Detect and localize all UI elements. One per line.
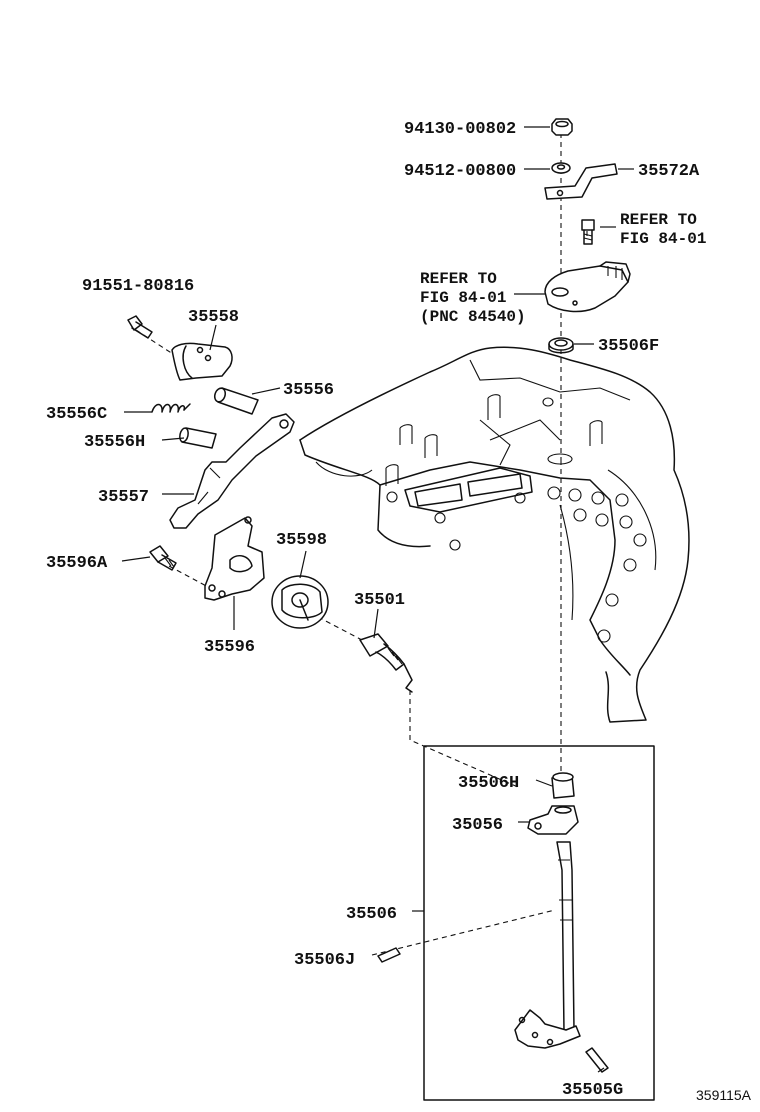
- label-94130-00802[interactable]: 94130-00802: [404, 120, 516, 139]
- label-refer-right-line1: REFER TO: [620, 211, 697, 229]
- neutral-start-switch: [544, 261, 631, 313]
- bolt-35596a: [149, 545, 177, 571]
- label-35572a[interactable]: 35572A: [638, 162, 700, 181]
- label-35056[interactable]: 35056: [452, 816, 503, 835]
- label-35556[interactable]: 35556: [283, 381, 334, 400]
- label-35506h[interactable]: 35506H: [458, 774, 519, 793]
- bolt-refer-right: [581, 219, 595, 245]
- collar-35506h: [551, 772, 575, 799]
- pin-35506j: [377, 947, 401, 963]
- bracket-35558: [171, 342, 233, 381]
- label-35557[interactable]: 35557: [98, 488, 149, 507]
- label-35505g[interactable]: 35505G: [562, 1081, 623, 1100]
- collar-35556h: [179, 427, 217, 449]
- label-35501[interactable]: 35501: [354, 591, 405, 610]
- label-35596[interactable]: 35596: [204, 638, 255, 657]
- label-refer-left-line1: REFER TO: [420, 270, 497, 288]
- label-35506f[interactable]: 35506F: [598, 337, 659, 356]
- assembly-lines: [135, 133, 588, 956]
- nut-94130: [551, 118, 573, 136]
- label-35558[interactable]: 35558: [188, 308, 239, 327]
- transmission-case: [299, 346, 690, 723]
- bolt-91551: [127, 315, 153, 339]
- detent-lever-35557: [169, 413, 295, 529]
- label-91551-80816[interactable]: 91551-80816: [82, 277, 194, 296]
- label-refer-right-line2: FIG 84-01: [620, 230, 706, 248]
- leader-lines: [121, 126, 634, 1073]
- label-35506j[interactable]: 35506J: [294, 951, 355, 970]
- label-35598[interactable]: 35598: [276, 531, 327, 550]
- ring-35598: [271, 575, 329, 629]
- label-94512-00800[interactable]: 94512-00800: [404, 162, 516, 181]
- washer-94512: [551, 162, 571, 174]
- label-35596a[interactable]: 35596A: [46, 554, 108, 573]
- shaft-35506: [514, 841, 581, 1049]
- pin-35556: [213, 387, 259, 415]
- label-35506[interactable]: 35506: [346, 905, 397, 924]
- cable-35501: [359, 633, 413, 693]
- label-refer-left-line2: FIG 84-01: [420, 289, 506, 307]
- bracket-35056: [527, 805, 579, 835]
- oil-seal-35506f: [548, 337, 574, 354]
- figure-id: 359115A: [696, 1087, 752, 1103]
- labels: 94130-00802 94512-00800 35572A REFER TO …: [46, 120, 752, 1103]
- detent-plate-35596: [204, 516, 265, 601]
- label-35556h[interactable]: 35556H: [84, 433, 145, 452]
- label-35556c[interactable]: 35556C: [46, 405, 107, 424]
- lever-35572a: [544, 163, 618, 200]
- spring-35556c: [151, 403, 191, 413]
- shaft-assembly-box: [423, 745, 655, 1101]
- pin-35505g: [585, 1047, 609, 1073]
- label-refer-left-line3: (PNC 84540): [420, 308, 526, 326]
